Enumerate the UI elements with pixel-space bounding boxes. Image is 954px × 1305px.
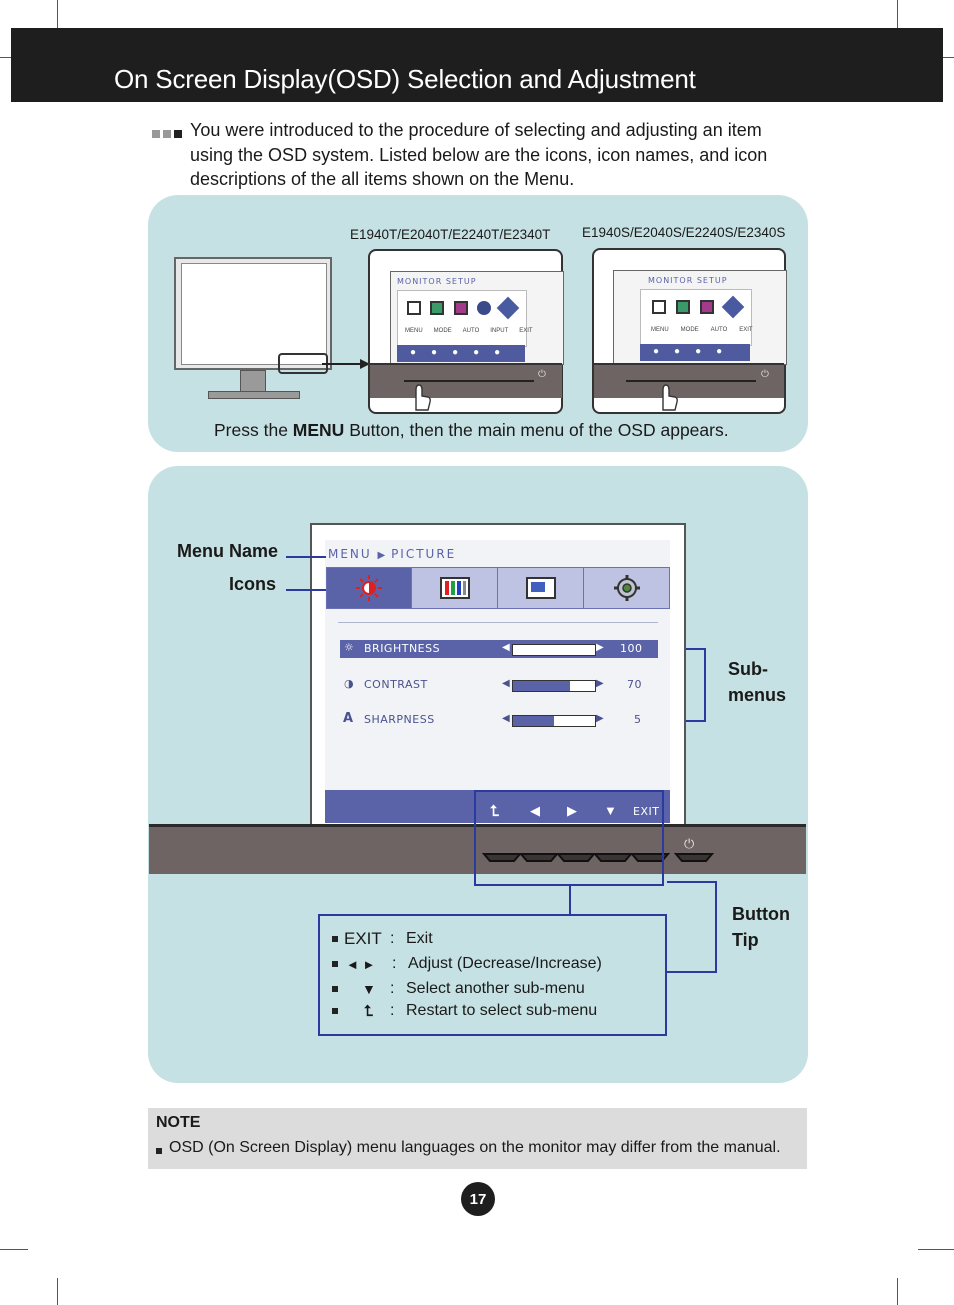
note-text: OSD (On Screen Display) menu languages o… xyxy=(169,1139,781,1156)
button-tip-legend xyxy=(318,914,667,1036)
submenu-brightness[interactable]: ☼ BRIGHTNESS ◀ ▶ 100 xyxy=(340,640,658,658)
front-buttons xyxy=(481,853,715,862)
mode-icon xyxy=(676,300,690,314)
decrease-arrow[interactable]: ◀ xyxy=(502,642,511,653)
increase-arrow[interactable]: ▶ xyxy=(596,678,605,689)
callout-line xyxy=(286,556,326,558)
legend-row-select: ▼ : Select another sub-menu xyxy=(332,980,585,998)
monitor-screen xyxy=(181,263,327,365)
menu-grid-icon xyxy=(652,300,666,314)
submenu-contrast[interactable]: ◑ CONTRAST ◀ ▶ 70 xyxy=(344,677,642,692)
mini-dots-s: ●●●● xyxy=(653,346,738,357)
label-sub-menus: Sub- menus xyxy=(728,659,787,705)
finger-pointer-icon xyxy=(662,384,678,411)
left-arrow-icon[interactable]: ◀ xyxy=(530,803,540,818)
monitor-stand xyxy=(240,370,266,394)
mini-buttons-s xyxy=(626,380,756,388)
decrease-arrow[interactable]: ◀ xyxy=(502,678,511,689)
mini-osd-title-s: MONITOR SETUP xyxy=(648,276,728,285)
callout-line xyxy=(286,589,326,591)
button-tip-bracket xyxy=(667,881,717,973)
page-title: On Screen Display(OSD) Selection and Adj… xyxy=(114,64,696,94)
legend-row-restart: ⮤ : Restart to select sub-menu xyxy=(332,1002,597,1020)
color-icon-tab[interactable] xyxy=(411,567,498,609)
display-icon-tab[interactable] xyxy=(497,567,584,609)
label-icons: Icons xyxy=(229,574,277,594)
note-title: NOTE xyxy=(156,1114,201,1131)
return-arrow-icon[interactable]: ⮤ xyxy=(490,803,499,820)
input-icon xyxy=(477,301,491,315)
submenu-sharpness[interactable]: A SHARPNESS ◀ ▶ 5 xyxy=(343,711,642,727)
mode-icon xyxy=(430,301,444,315)
bullet-marks xyxy=(152,125,185,143)
osd-divider xyxy=(338,622,658,623)
sharpness-icon: A xyxy=(343,711,354,726)
label-menu-name: Menu Name xyxy=(177,541,279,561)
increase-arrow[interactable]: ▶ xyxy=(596,713,605,724)
sun-icon: ☼ xyxy=(344,641,355,654)
legend-row-adjust: ◄ ► : Adjust (Decrease/Increase) xyxy=(332,955,602,973)
sharpness-slider[interactable] xyxy=(512,715,596,727)
page-header xyxy=(11,28,943,102)
finger-pointer-icon xyxy=(415,384,431,411)
contrast-icon: ◑ xyxy=(344,677,355,690)
brightness-slider[interactable] xyxy=(512,644,596,656)
brightness-icon xyxy=(356,575,382,601)
monitor-base xyxy=(208,391,300,399)
right-arrow-icon[interactable]: ▶ xyxy=(567,803,577,818)
decrease-arrow[interactable]: ◀ xyxy=(502,713,511,724)
down-arrow-icon[interactable]: ▼ xyxy=(604,803,617,818)
auto-icon xyxy=(454,301,468,315)
color-bars-icon xyxy=(439,577,470,599)
legend-row-exit: EXIT : Exit xyxy=(332,929,433,949)
contrast-slider[interactable] xyxy=(512,680,596,692)
submenu-bracket xyxy=(686,648,706,722)
mini-dots-t: ●●●●● xyxy=(410,347,516,358)
osd-exit-label[interactable]: EXIT xyxy=(633,805,660,818)
mini-osd-bar-s xyxy=(640,344,750,361)
power-icon[interactable]: ⏻ xyxy=(684,836,695,851)
increase-arrow[interactable]: ▶ xyxy=(596,642,605,653)
note-bullet xyxy=(156,1148,162,1154)
mini-osd-bar-t xyxy=(397,345,525,362)
model-label-t: E1940T/E2040T/E2240T/E2340T xyxy=(350,227,551,242)
menu-grid-icon xyxy=(407,301,421,315)
power-icon-t: ⏻ xyxy=(538,369,546,380)
setup-icon-tab[interactable] xyxy=(583,567,670,609)
brightness-icon-tab[interactable] xyxy=(326,567,412,609)
return-arrow-icon: ⮤ xyxy=(364,1002,373,1020)
osd-breadcrumb: MENU ▶ PICTURE xyxy=(328,547,457,561)
label-button-tip: Button Tip xyxy=(732,904,790,950)
page-number: 17 xyxy=(461,1182,495,1216)
intro-paragraph: You were introduced to the procedure of … xyxy=(190,120,768,189)
mini-labels-t: MENU MODE AUTO INPUT EXIT xyxy=(405,328,533,334)
note-box xyxy=(148,1108,807,1169)
button-tip-highlight xyxy=(474,790,664,886)
power-icon-s: ⏻ xyxy=(761,369,769,380)
press-menu-caption: Press the MENU Button, then the main men… xyxy=(214,420,729,440)
model-label-s: E1940S/E2040S/E2240S/E2340S xyxy=(582,225,786,240)
osd-button-tip-bar xyxy=(325,790,670,823)
display-icon xyxy=(525,577,556,599)
button-highlight xyxy=(278,353,328,374)
callout-line xyxy=(569,886,571,914)
mini-buttons-t xyxy=(404,380,534,388)
arrow-icon xyxy=(322,359,370,369)
auto-icon xyxy=(700,300,714,314)
monitor-bezel xyxy=(149,824,806,874)
gear-icon xyxy=(613,575,640,601)
mini-osd-title-t: MONITOR SETUP xyxy=(397,277,477,286)
mini-labels-s: MENU MODE AUTO EXIT xyxy=(651,327,753,333)
